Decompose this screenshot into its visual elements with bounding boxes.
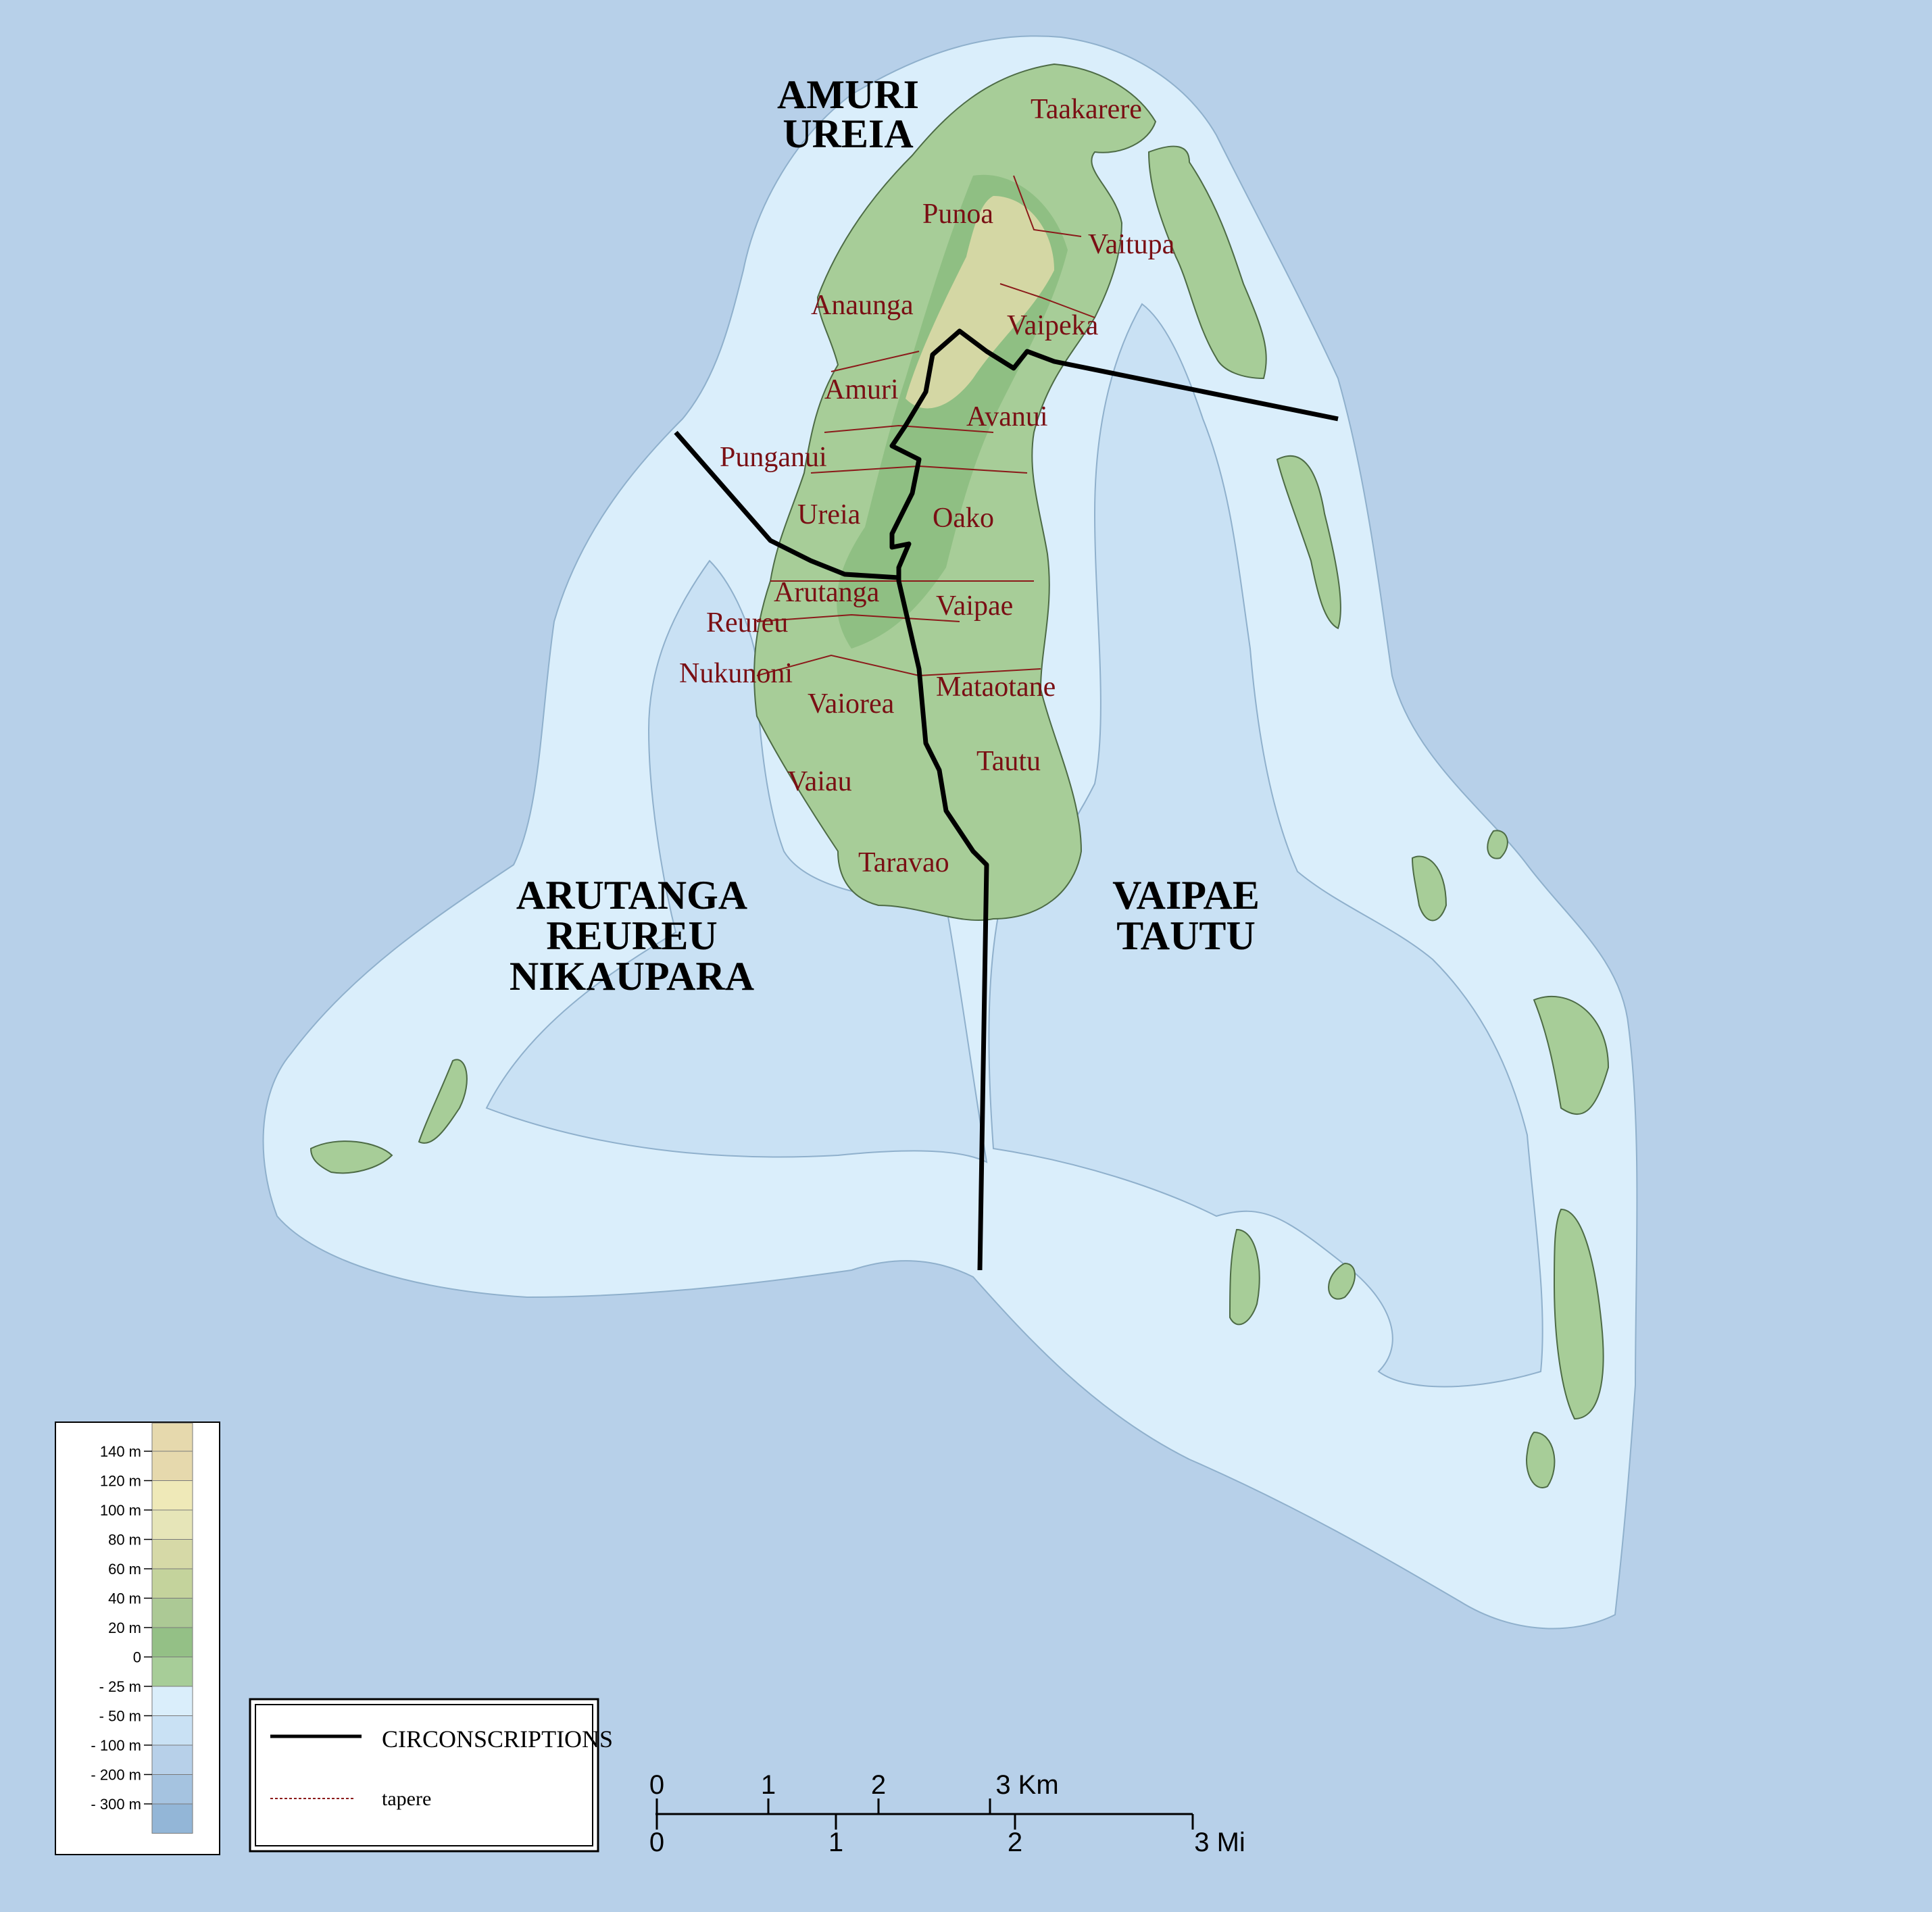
tapere-label: Oako — [933, 503, 994, 534]
map-key-inner-frame — [255, 1704, 593, 1846]
islet-east-2 — [1533, 996, 1610, 1115]
scale-km-label: 0 — [649, 1770, 664, 1800]
region-label-amuri-ureia-line1: AMURI — [777, 72, 919, 117]
tapere-label: Arutanga — [774, 577, 880, 608]
elevation-label: - 25 m — [99, 1678, 141, 1695]
scale-mi-label: 0 — [649, 1828, 664, 1857]
elevation-legend: 140 m 120 m 100 m 80 m 60 m 40 m 20 m 0 - 25 m - … — [55, 1422, 220, 1855]
tapere-label: Taakarere — [1031, 94, 1142, 125]
region-label-arutanga-line3: NIKAUPARA — [510, 954, 754, 999]
map-key: CIRCONSCRIPTIONS tapere — [249, 1698, 613, 1853]
tapere-label: Vaipae — [936, 590, 1013, 622]
elevation-label: 60 m — [108, 1561, 141, 1578]
elevation-label: 80 m — [108, 1532, 141, 1549]
scale-mi-label: 2 — [1008, 1828, 1022, 1857]
hill-high — [906, 196, 1054, 409]
region-label-vaipae-tautu-line2: TAUTU — [1116, 913, 1256, 958]
islet-southwest — [309, 1140, 393, 1174]
elevation-swatch — [151, 1539, 193, 1569]
tapere-label: Nukunoni — [679, 658, 793, 689]
circonscription-boundaries — [674, 328, 1339, 1271]
elevation-label: - 50 m — [99, 1708, 141, 1725]
elevation-label: - 200 m — [91, 1767, 141, 1784]
islet-south-2 — [1328, 1262, 1356, 1300]
tapere-label: Punoa — [922, 199, 993, 230]
scale-mi-label: 1 — [828, 1828, 843, 1857]
elevation-swatch — [151, 1451, 193, 1481]
tapere-key-label: tapere — [382, 1788, 431, 1810]
scale-km-label: 1 — [761, 1770, 776, 1800]
map-key-outer-frame — [249, 1698, 599, 1853]
tapere-label: Anaunga — [811, 290, 914, 321]
scale-km-label: 3 Km — [995, 1770, 1058, 1800]
tapere-label: Vaitupa — [1088, 229, 1175, 260]
elevation-label: 120 m — [100, 1473, 141, 1490]
elevation-label: - 100 m — [91, 1737, 141, 1754]
elevation-swatch — [151, 1715, 193, 1746]
islet-south-1 — [1229, 1228, 1260, 1326]
elevation-swatch — [151, 1480, 193, 1511]
elevation-swatch — [151, 1774, 193, 1805]
elevation-label: 100 m — [100, 1502, 141, 1519]
elevation-swatch — [151, 1657, 193, 1687]
tapere-label: Reureu — [706, 607, 788, 638]
elevation-swatch — [151, 1509, 193, 1540]
elevation-swatch — [151, 1598, 193, 1628]
islet-east-4 — [1411, 855, 1447, 922]
tapere-label: Mataotane — [936, 672, 1056, 703]
elevation-swatch — [151, 1686, 193, 1716]
elevation-label: 0 — [133, 1649, 141, 1666]
region-label-arutanga-line1: ARUTANGA — [516, 873, 747, 917]
lagoon-east — [988, 303, 1543, 1388]
elevation-label: 140 m — [100, 1443, 141, 1460]
tapere-label: Vaiorea — [808, 688, 895, 720]
elevation-label: 40 m — [108, 1590, 141, 1607]
lagoon-west — [485, 559, 988, 1163]
region-label-arutanga-line2: REUREU — [546, 913, 717, 958]
tapere-label: Taravao — [858, 847, 949, 878]
tapere-label: Avanui — [966, 401, 1048, 432]
tapere-label: Amuri — [824, 374, 899, 405]
tapere-label: Vaiau — [787, 766, 852, 797]
islet-east-6 — [1487, 830, 1508, 859]
elevation-swatch — [151, 1568, 193, 1599]
elevation-label: 20 m — [108, 1619, 141, 1636]
northeast-arm — [1147, 145, 1267, 380]
scale-bar: 0 1 2 3 Km 0 1 2 3 Mi — [649, 1770, 1245, 1857]
tapere-label: Vaipeka — [1007, 310, 1099, 341]
elevation-swatch — [151, 1422, 193, 1452]
scale-mi-label: 3 Mi — [1194, 1828, 1245, 1857]
islet-east-3 — [1553, 1208, 1604, 1420]
elevation-swatch — [151, 1627, 193, 1657]
tapere-label: Tautu — [976, 746, 1041, 777]
islet-east-5 — [1526, 1431, 1556, 1488]
tapere-label: Ureia — [797, 499, 861, 530]
tapere-labels: Taakarere Punoa Vaitupa Anaunga Vaipeka … — [679, 94, 1175, 878]
elevation-label: - 300 m — [91, 1796, 141, 1813]
region-label-amuri-ureia-line2: UREIA — [783, 111, 913, 156]
elevation-swatch — [151, 1803, 193, 1834]
region-label-vaipae-tautu-line1: VAIPAE — [1112, 873, 1260, 917]
islet-maina — [418, 1059, 468, 1144]
islet-east-1 — [1276, 455, 1341, 630]
scale-km-label: 2 — [871, 1770, 886, 1800]
elevation-swatch — [151, 1744, 193, 1775]
circonscriptions-key-label: CIRCONSCRIPTIONS — [382, 1726, 613, 1753]
tapere-label: Punganui — [720, 442, 827, 473]
